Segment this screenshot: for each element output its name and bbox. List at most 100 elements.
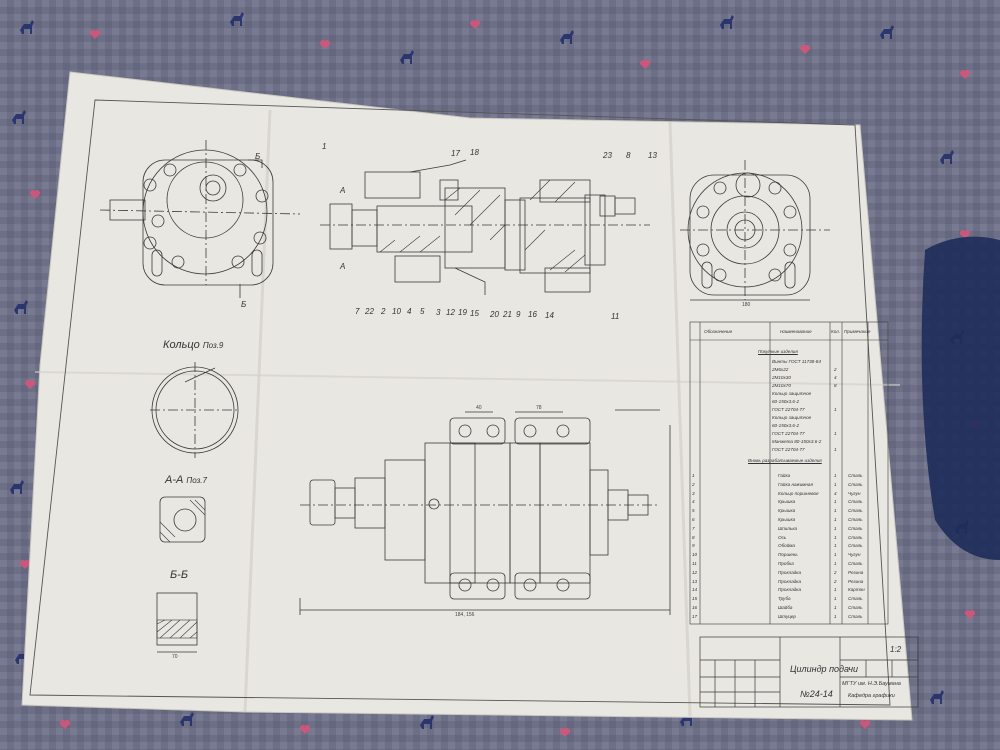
spec-row-name: Кольцо поршневое — [778, 490, 819, 496]
callout-bottom-7: 7 — [355, 307, 360, 316]
callout-top-23: 23 — [603, 151, 612, 160]
section-bb-title: Б-Б — [170, 569, 188, 581]
title-block-name: Цилиндр подачи — [790, 664, 859, 674]
spec-row-material: Сталь — [848, 508, 863, 514]
spec-row-name: Прокладка — [778, 569, 802, 575]
callout-bottom-16: 16 — [528, 310, 537, 319]
section-aa-view — [159, 496, 206, 543]
spec-row-pos: 5 — [692, 508, 695, 514]
callout-top-13: 13 — [648, 151, 657, 160]
spec-row-material: Сталь — [848, 473, 863, 478]
spec-row-qty: 1 — [834, 431, 837, 436]
spec-row-material: Чугун — [848, 552, 861, 558]
spec-row-name: Кольцо защитное — [772, 391, 812, 396]
cut-marker-a-bottom: А — [340, 262, 346, 271]
spec-header-note: Примечание — [844, 329, 871, 334]
left-end-view — [99, 140, 301, 298]
spec-section-standard: Покупные изделия — [690, 348, 888, 357]
callout-bottom-20: 20 — [490, 310, 499, 319]
spec-header-designation: Обозначение — [704, 329, 733, 334]
spec-row-pos: 16 — [692, 605, 698, 610]
section-aa-title: А-А Поз.7 — [165, 474, 207, 486]
cut-marker-b-top: Б — [255, 152, 261, 161]
callout-top-1: 1 — [322, 142, 327, 151]
spec-row-qty: 1 — [834, 517, 837, 522]
spec-row-qty: 1 — [834, 447, 837, 452]
plan-view — [299, 409, 671, 615]
spec-standard-row: Винты ГОСТ 11738-84 — [690, 358, 888, 367]
callout-top-8: 8 — [626, 151, 631, 160]
spec-row-name: Кольцо защитное — [772, 415, 812, 420]
spec-row-pos: 12 — [692, 569, 698, 575]
spec-header-qty: Кол. — [831, 329, 841, 334]
callout-bottom-14: 14 — [545, 311, 554, 320]
spec-row-qty: 1 — [834, 613, 837, 619]
spec-standard-row: Кольцо защитное — [690, 414, 888, 423]
spec-row-material: Сталь — [848, 481, 863, 487]
spec-row-material: Чугун — [848, 490, 861, 496]
spec-row-material: Сталь — [848, 596, 863, 602]
spec-row-name: ГОСТ 22704-77 — [772, 447, 805, 452]
callout-bottom-5: 5 — [420, 307, 425, 316]
callout-bottom-10: 10 — [392, 307, 401, 316]
spec-row-name: Крышка — [778, 499, 796, 505]
main-section-view — [320, 159, 650, 295]
spec-row-name: Крышка — [778, 517, 796, 522]
spec-row-qty: 1 — [834, 534, 837, 540]
callout-top-17: 17 — [451, 149, 460, 158]
spec-standard-row: 2М6х22 2 — [690, 366, 888, 375]
dim-top-gap-left: 40 — [476, 405, 482, 411]
spec-row-material: Сталь — [848, 543, 863, 549]
callout-bottom-19: 19 — [458, 308, 467, 317]
spec-row-qty: 1 — [834, 561, 837, 566]
spec-row-pos: 8 — [692, 534, 695, 540]
spec-row-pos: 3 — [692, 490, 695, 496]
cut-marker-a-top: А — [340, 186, 346, 195]
spec-row-qty: 1 — [834, 473, 837, 478]
spec-row-name: Гайка — [778, 473, 791, 478]
spec-part-row: 17 Штуцер 1 Сталь — [690, 613, 888, 622]
callout-bottom-21: 21 — [503, 310, 512, 319]
ring-view — [150, 362, 240, 458]
spec-row-name: Штуцер — [778, 613, 796, 619]
spec-row-qty: 2 — [834, 367, 837, 372]
spec-standard-row: 60-150х3.6-2 — [690, 422, 888, 431]
ring-title-text: Кольцо — [163, 339, 200, 351]
spec-row-pos: 17 — [692, 613, 698, 619]
spec-standard-row: Кольцо защитное — [690, 390, 888, 399]
spec-row-name: Обойма — [778, 543, 795, 549]
spec-row-qty: 2 — [834, 578, 837, 584]
spec-row-qty: 1 — [834, 587, 837, 593]
spec-standard-row: ГОСТ 22704-77 1 — [690, 446, 888, 455]
spec-row-material: Сталь — [848, 613, 863, 619]
spec-table: Обозначение Наименование Кол. Примечание… — [690, 322, 888, 624]
callout-bottom-11: 11 — [611, 312, 620, 321]
spec-row-name: Крышка — [778, 508, 796, 514]
spec-row-name: 2М6х22 — [772, 367, 789, 372]
spec-row-material: Сталь — [848, 525, 863, 531]
spec-row-qty: 1 — [834, 596, 837, 602]
section-bb-view — [156, 592, 198, 653]
spec-row-qty: 2 — [834, 569, 837, 575]
spec-row-name: 60-150х3.6-2 — [772, 423, 800, 428]
callout-bottom-2: 2 — [381, 307, 386, 316]
callout-bottom-9: 9 — [516, 310, 521, 319]
spec-part-row: 12 Прокладка 2 Резина — [690, 569, 888, 578]
spec-row-name: Гайка нажимная — [778, 481, 813, 487]
spec-standard-row: 60-150х3.6-2 — [690, 398, 888, 407]
dark-cloth — [921, 236, 1000, 560]
spec-section-standard-label: Покупные изделия — [758, 349, 798, 354]
spec-row-name: 2М10х30 — [772, 375, 791, 380]
spec-row-material: Резина — [848, 578, 864, 584]
callout-bottom-4: 4 — [407, 307, 412, 316]
spec-row-material: Резина — [848, 569, 864, 575]
callout-top-18: 18 — [470, 148, 479, 157]
